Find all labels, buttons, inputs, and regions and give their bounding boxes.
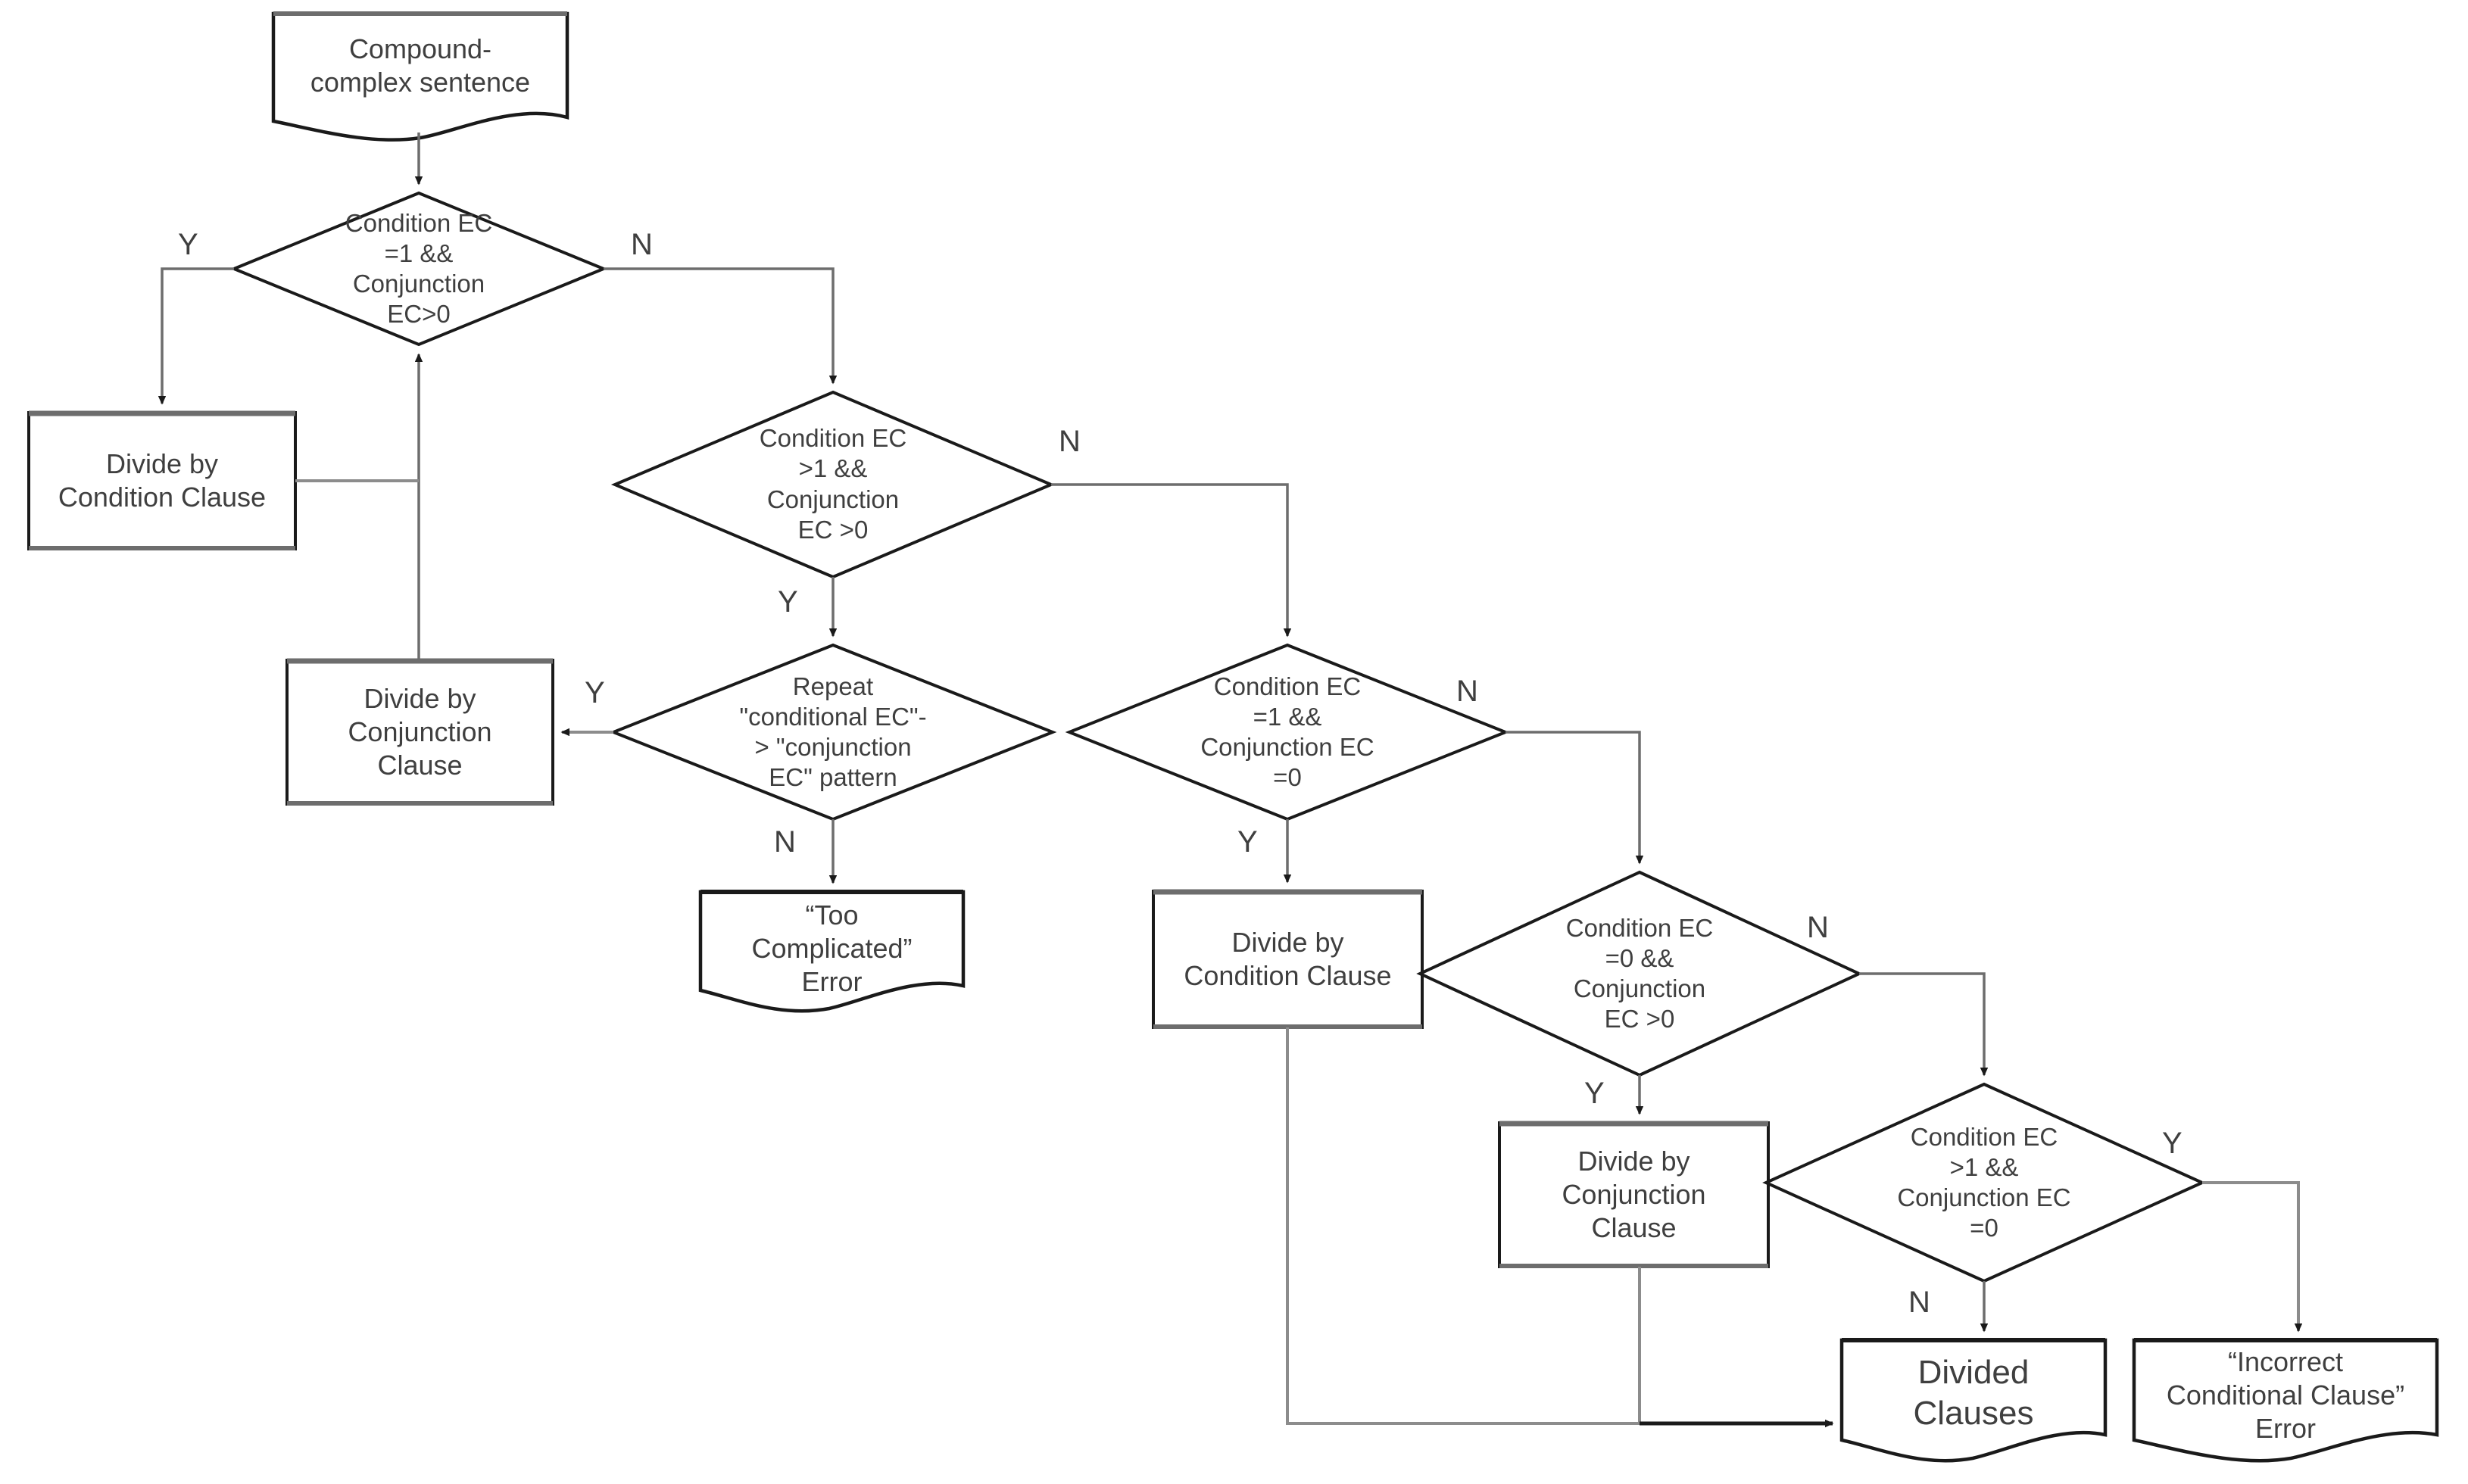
edge-label-d5-yes: Y [1584,1077,1605,1110]
edge-label-d3-no: N [774,825,796,859]
node-d2 [610,390,1056,579]
node-divcond1 [27,410,297,550]
node-d4 [1065,643,1510,822]
edge-d1-yes-to-divcond1 [158,267,234,405]
edge-d4-no-to-d5 [1505,731,1644,865]
edge-label-d5-no: N [1807,911,1829,944]
edge-label-d6-no: N [1908,1286,1930,1319]
edge-label-d6-yes: Y [2162,1127,2183,1160]
edge-label-d2-no: N [1059,425,1081,458]
edge-label-d2-yes: Y [778,585,798,619]
node-d3 [609,643,1057,822]
edge-d1-no-to-d2 [604,267,838,385]
edge-d6-yes-to-errincorrect [2202,1181,2303,1333]
node-divconj2 [1498,1121,1770,1268]
node-divided [1839,1338,2108,1463]
edge-label-d4-yes: Y [1237,825,1258,859]
edge-d5-no-to-d6 [1859,972,1989,1077]
node-d5 [1416,870,1863,1077]
edge-label-d1-no: N [631,228,653,261]
edge-label-d4-no: N [1456,675,1478,708]
node-errincorrect [2132,1338,2439,1463]
node-divconj1 [285,658,554,806]
node-d1 [229,191,608,347]
edge-label-d3-yes: Y [585,676,605,709]
node-divcond2 [1152,889,1424,1029]
node-errtoo [698,890,966,1013]
edge-d2-no-to-d4 [1051,483,1292,638]
node-d6 [1762,1082,2206,1283]
node-start [271,11,569,142]
edge-label-d1-yes: Y [178,228,198,261]
